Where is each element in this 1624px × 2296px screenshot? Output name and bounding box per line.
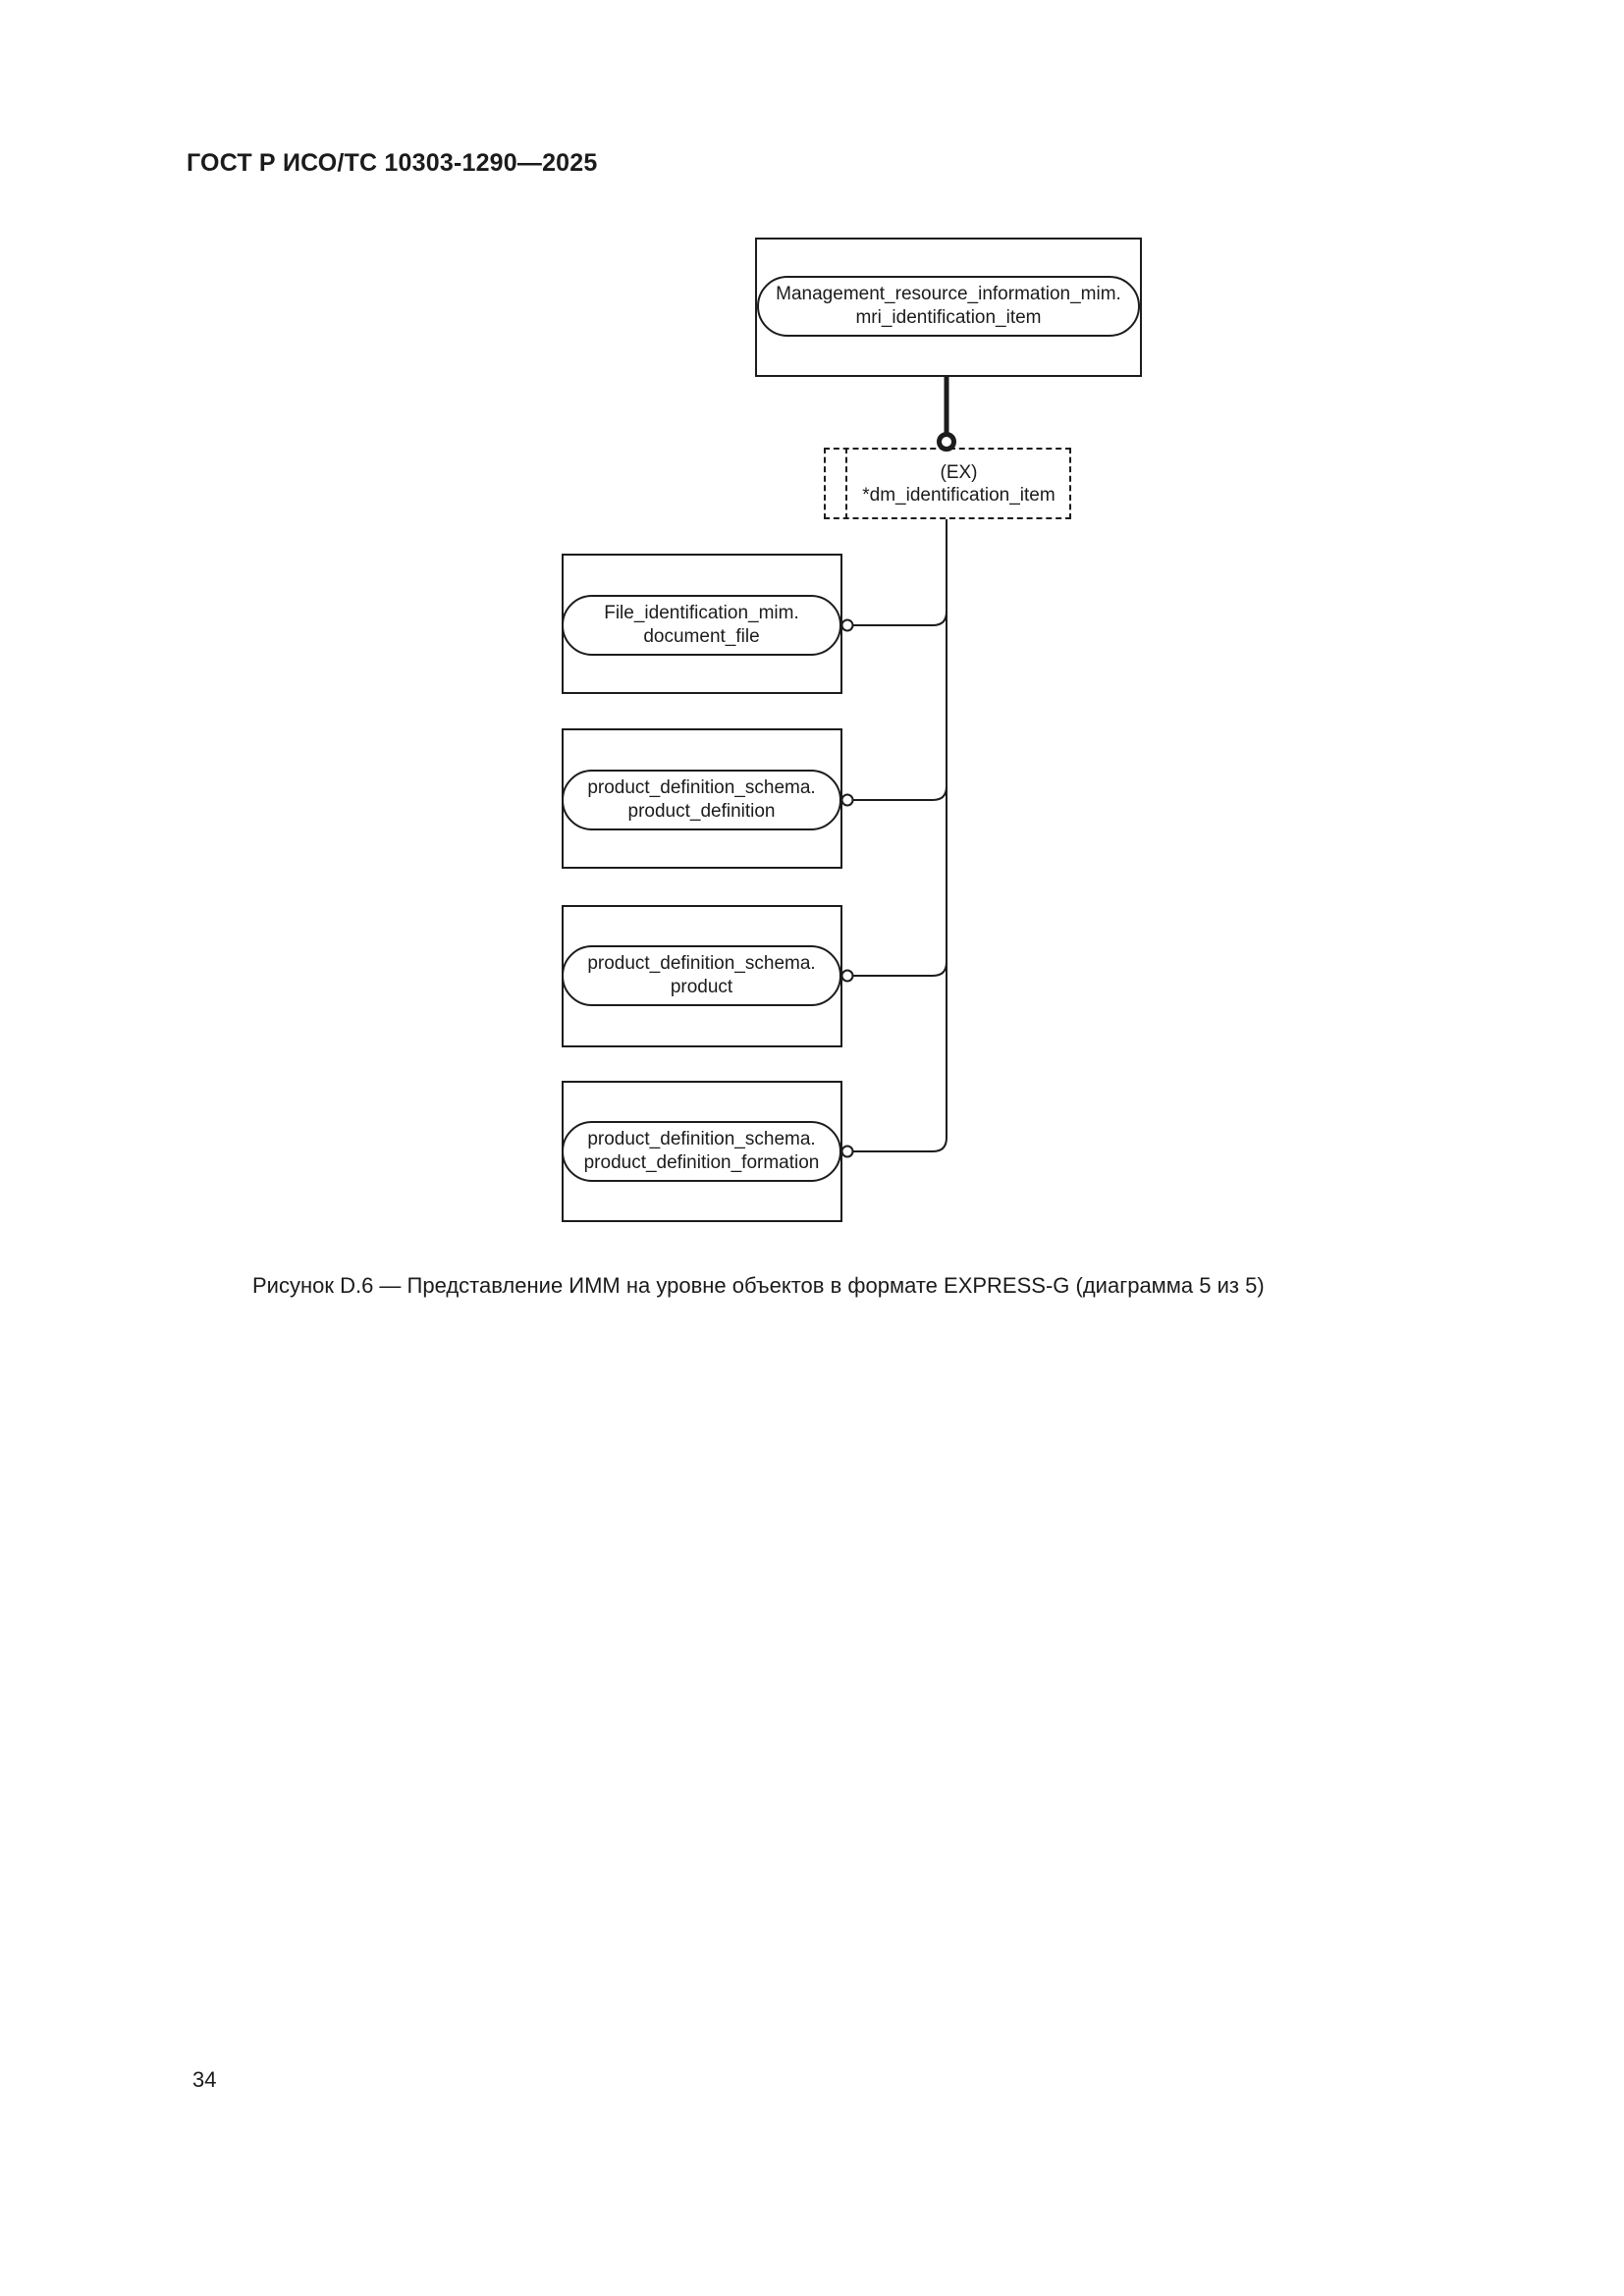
root-entity-name: mri_identification_item — [855, 307, 1042, 328]
external-reference-label: (EX) *dm_identification_item — [846, 449, 1071, 518]
entity-oval-document-file: File_identification_mim. document_file — [562, 595, 841, 656]
external-reference-box — [824, 448, 1071, 519]
entity-name: product_definition — [627, 801, 776, 822]
relation-circle-1 — [840, 618, 854, 632]
root-entity-oval: Management_resource_information_mim. mri… — [757, 276, 1140, 337]
entity-name: document_file — [643, 626, 760, 647]
entity-schema: product_definition_schema. — [587, 1129, 816, 1149]
entity-name: product_definition_formation — [583, 1152, 820, 1173]
branch-line-3 — [852, 961, 947, 977]
external-reference-name: *dm_identification_item — [862, 484, 1056, 506]
entity-schema: product_definition_schema. — [587, 953, 816, 974]
external-reference-divider — [845, 448, 847, 519]
entity-oval-product-definition-formation: product_definition_schema. product_defin… — [562, 1121, 841, 1182]
relation-circle-3 — [840, 969, 854, 983]
root-entity-schema: Management_resource_information_mim. — [776, 284, 1121, 304]
relation-circle-2 — [840, 793, 854, 807]
figure-caption: Рисунок D.6 — Представление ИММ на уровн… — [252, 1273, 1265, 1298]
entity-name: product — [670, 977, 733, 997]
entity-schema: product_definition_schema. — [587, 777, 816, 798]
relation-circle-4 — [840, 1145, 854, 1158]
branch-line-2 — [852, 785, 947, 801]
entity-oval-product-definition: product_definition_schema. product_defin… — [562, 770, 841, 830]
page-number: 34 — [192, 2067, 217, 2092]
document-header: ГОСТ Р ИСО/ТС 10303-1290—2025 — [187, 149, 598, 177]
branch-line-1 — [852, 611, 947, 626]
entity-schema: File_identification_mim. — [604, 603, 799, 623]
external-reference-tag: (EX) — [940, 461, 978, 483]
entity-oval-product: product_definition_schema. product — [562, 945, 841, 1006]
trunk-line — [852, 519, 947, 1152]
